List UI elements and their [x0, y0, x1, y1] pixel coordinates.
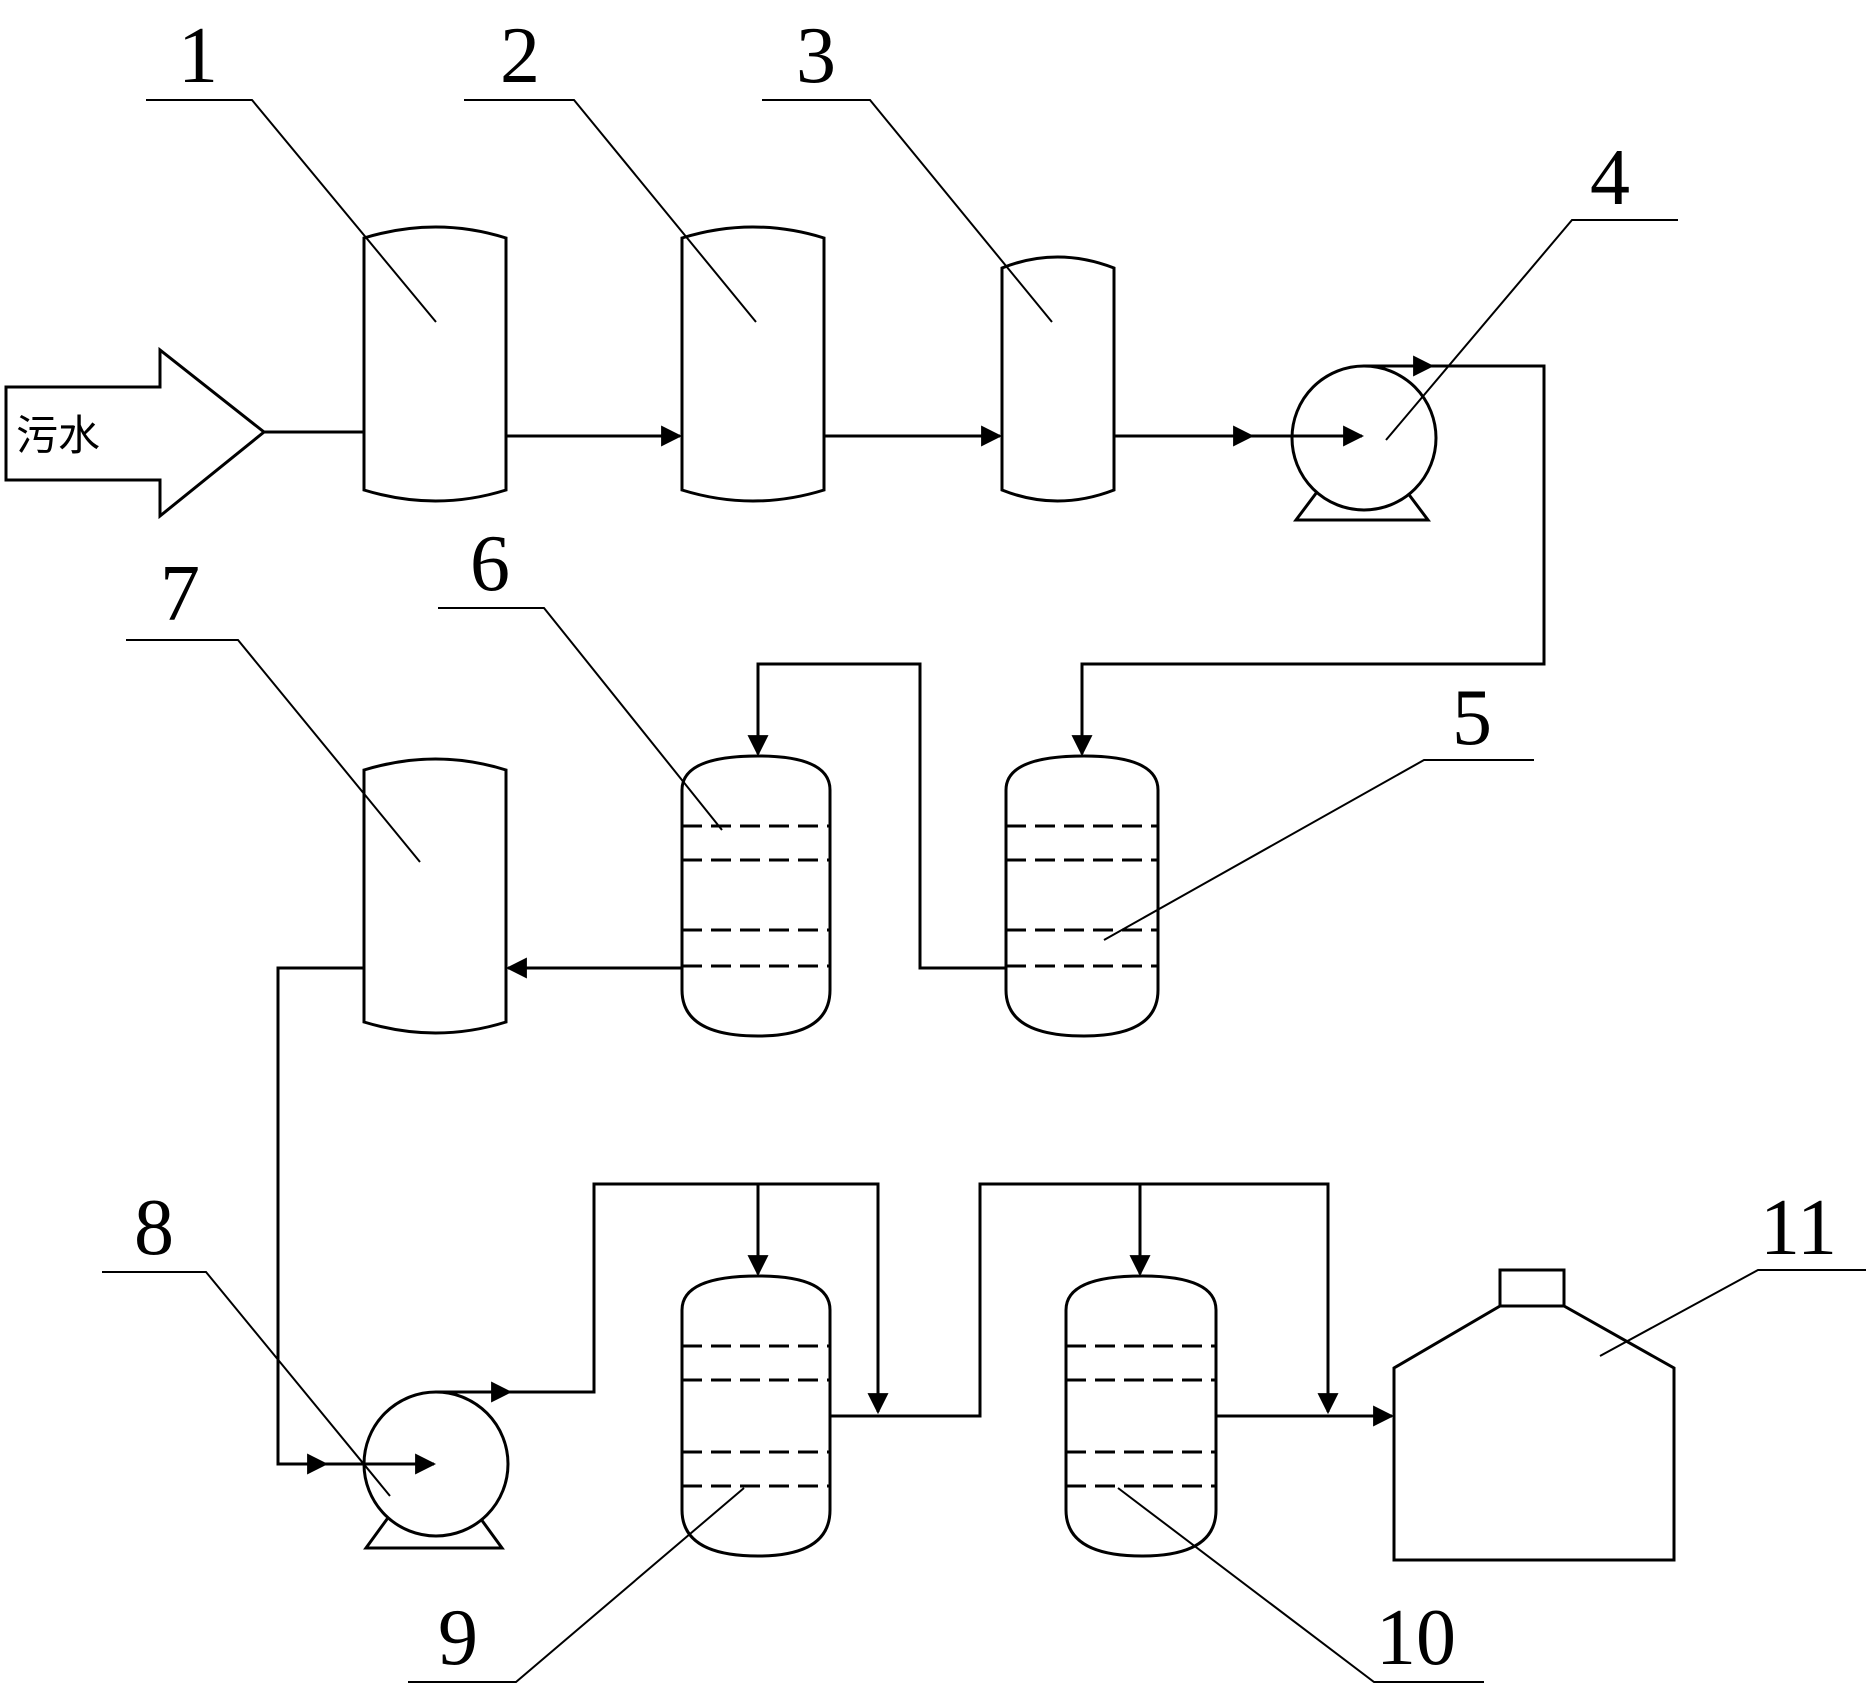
- tank-7: [362, 757, 508, 1035]
- column-9: [680, 1274, 832, 1558]
- tank-1: [362, 225, 508, 503]
- inlet-label: 污水: [16, 411, 100, 460]
- label-3: 3: [796, 12, 836, 100]
- pump-8: [362, 1390, 510, 1550]
- label-5: 5: [1452, 674, 1492, 762]
- label-6: 6: [470, 520, 510, 608]
- pipelines: [264, 355, 1546, 1475]
- label-7: 7: [160, 550, 200, 638]
- storage-tank-11: [1392, 1268, 1676, 1562]
- label-2: 2: [500, 12, 540, 100]
- label-4: 4: [1590, 134, 1630, 222]
- equipment-numbers: 1 2 3 4 5 6 7 8 9 10 11: [134, 12, 1837, 1682]
- label-11: 11: [1760, 1184, 1837, 1272]
- column-5: [1004, 754, 1160, 1038]
- label-1: 1: [178, 12, 218, 100]
- tank-3: [1000, 255, 1116, 503]
- tank-2: [680, 225, 826, 503]
- sewage-inlet-arrow: 污水: [4, 346, 267, 520]
- label-10: 10: [1376, 1594, 1456, 1682]
- label-8: 8: [134, 1184, 174, 1272]
- pump-4: [1290, 364, 1438, 522]
- column-10: [1064, 1274, 1218, 1558]
- column-6: [680, 754, 832, 1038]
- leader-lines: [102, 99, 1866, 1683]
- label-9: 9: [438, 1594, 478, 1682]
